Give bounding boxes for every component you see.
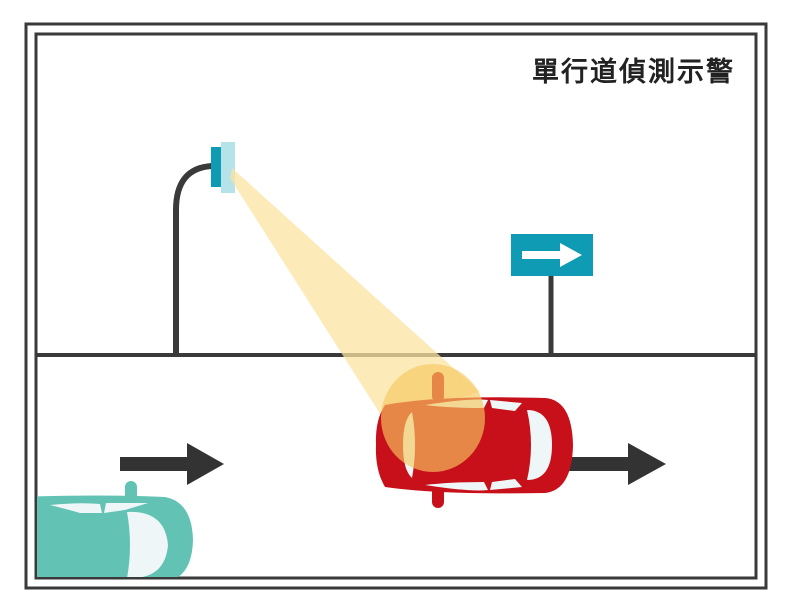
diagram-title: 單行道偵測示警 (532, 57, 735, 88)
one-way-sign-icon (511, 234, 593, 276)
camera-pole (173, 163, 213, 355)
direction-arrow-icon (120, 443, 224, 485)
outer-frame (24, 22, 768, 590)
direction-arrow-icon (560, 443, 666, 485)
camera-icon (211, 142, 235, 193)
car-icon (37, 481, 193, 577)
detection-zone (381, 364, 485, 472)
camera-light-cone (230, 168, 480, 420)
inner-frame (34, 32, 758, 580)
